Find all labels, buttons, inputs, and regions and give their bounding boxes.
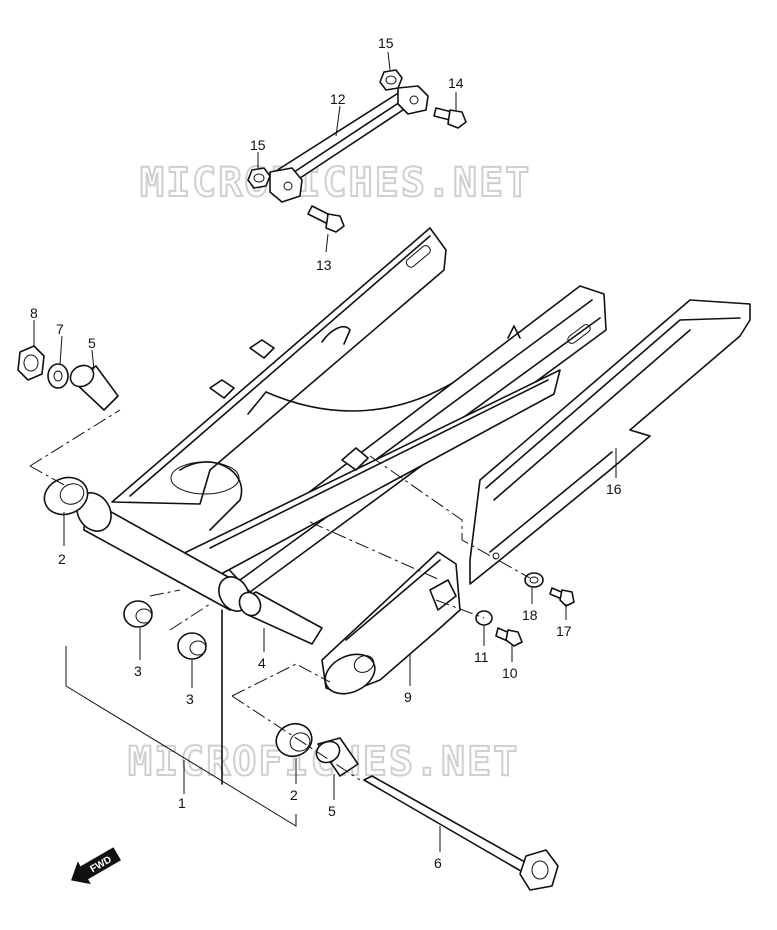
bolt-13: [307, 205, 345, 233]
label-5-lower: 5: [328, 803, 336, 819]
bolt-14: [433, 107, 467, 129]
torque-link: [267, 85, 429, 203]
bearing-2-upper: [43, 476, 89, 516]
washer-7: [47, 363, 69, 389]
chain-guard: [469, 299, 751, 585]
label-16: 16: [606, 481, 622, 497]
label-14: 14: [448, 75, 464, 91]
label-15-lower: 15: [250, 137, 266, 153]
label-9: 9: [404, 689, 412, 705]
label-1: 1: [178, 795, 186, 811]
label-17: 17: [556, 623, 572, 639]
swingarm: [76, 227, 607, 785]
leader-lines: [33, 51, 617, 852]
label-12: 12: [330, 91, 346, 107]
nut-8: [17, 345, 45, 381]
nut-15-upper: [379, 69, 403, 91]
label-7: 7: [56, 321, 64, 337]
label-4: 4: [258, 655, 266, 671]
label-6: 6: [434, 855, 442, 871]
label-3a: 3: [134, 663, 142, 679]
bolt-17: [549, 587, 575, 607]
spacer-5-upper: [69, 364, 119, 411]
label-2-upper: 2: [58, 551, 66, 567]
label-13: 13: [316, 257, 332, 273]
assembly-lines: [29, 409, 531, 781]
spacer-5-lower: [315, 737, 359, 777]
part-labels: 15 14 12 15 13 8 7 5 2 3 3 4 1 2 5 6 9 1…: [30, 35, 622, 871]
bearing-2-lower: [275, 722, 313, 758]
spacer-4: [238, 591, 323, 645]
fwd-label: FWD: [88, 854, 113, 875]
bearing-3b: [177, 632, 207, 660]
nut-15-lower: [247, 167, 271, 189]
washer-18: [524, 572, 544, 588]
bolt-10: [495, 627, 523, 647]
bearing-3a: [123, 600, 153, 628]
label-5-upper: 5: [88, 335, 96, 351]
cushion-lever: [321, 551, 461, 695]
label-18: 18: [522, 607, 538, 623]
pivot-shaft-6: [363, 775, 559, 891]
watermark-top: MICROFICHES.NET: [140, 160, 531, 206]
label-11: 11: [474, 649, 489, 665]
label-2-lower: 2: [290, 787, 298, 803]
label-8: 8: [30, 305, 38, 321]
label-3b: 3: [186, 691, 194, 707]
label-15-upper: 15: [378, 35, 394, 51]
fwd-arrow-icon: FWD: [71, 847, 121, 885]
label-10: 10: [502, 665, 518, 681]
